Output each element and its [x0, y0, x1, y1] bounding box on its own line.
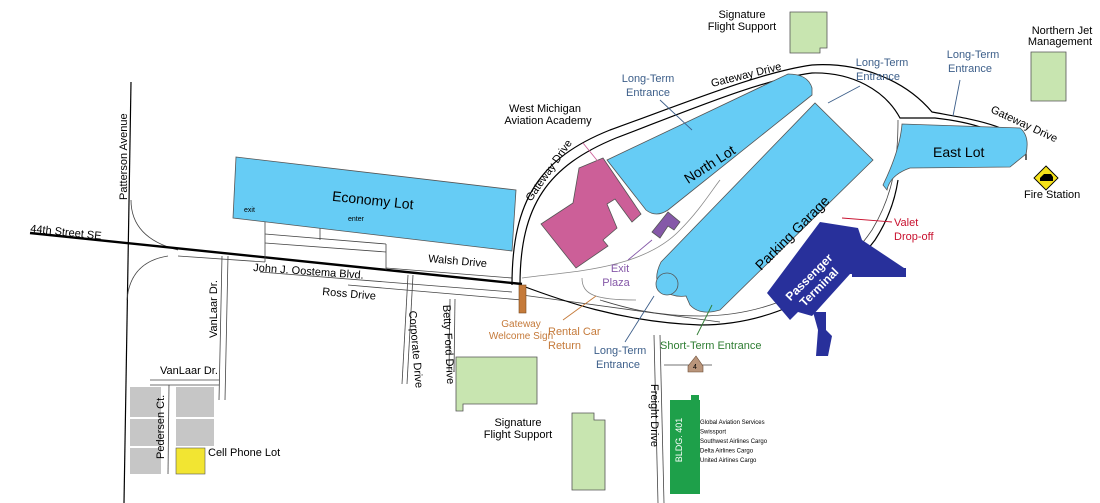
terminal-concourse-east	[852, 268, 906, 277]
road-vanlaar-vertical	[218, 255, 223, 401]
gray-lot-5	[176, 419, 214, 446]
label-vanlaar-dr-1: VanLaar Dr.	[208, 280, 220, 338]
signature-bottom-hangar[interactable]	[571, 412, 606, 491]
road-betty-ford-drive	[448, 298, 451, 373]
gateway-drive-outer	[511, 64, 1027, 286]
label-walsh-drive: Walsh Drive	[428, 253, 488, 270]
road-pedersen-ct	[167, 384, 170, 475]
fire-truck-glyph	[1040, 174, 1053, 181]
road-freight-drive-2	[659, 334, 665, 503]
rental-return-loop	[581, 277, 637, 301]
road-corporate-drive-2	[406, 274, 414, 385]
gray-lot-2	[130, 419, 161, 446]
east-lot[interactable]	[882, 123, 1028, 191]
label-gateway-drive-left: Gateway Drive	[524, 138, 575, 204]
road-economy-access	[264, 233, 387, 245]
pointer-short-term	[696, 304, 713, 336]
gateway-drive-south	[519, 179, 899, 326]
label-economy-exit: exit	[244, 207, 255, 214]
road-44th-street	[29, 231, 523, 286]
label-vanlaar-dr-2: VanLaar Dr.	[160, 365, 218, 377]
road-ross-drive-west	[347, 284, 523, 301]
north-lot[interactable]	[606, 73, 813, 215]
route-shield-icon	[687, 355, 704, 373]
road-ross-drive	[521, 294, 721, 323]
label-cell-phone-lot: Cell Phone Lot	[208, 447, 280, 459]
label-east-lot: East Lot	[933, 144, 984, 160]
terminal-concourse-south	[813, 312, 832, 356]
road-betty-ford-drive-2	[453, 298, 456, 373]
garage-ramp	[655, 272, 679, 296]
signature-top-building[interactable]	[789, 11, 828, 54]
label-44th-street: 44th Street SE	[30, 223, 102, 242]
pointer-long-term-4	[624, 295, 655, 343]
road-economy-access-2	[264, 242, 387, 253]
gray-lot-4	[176, 387, 214, 417]
label-ross-drive: Ross Drive	[322, 286, 377, 303]
economy-lot[interactable]	[232, 156, 517, 252]
label-economy-enter: enter	[348, 216, 365, 223]
patterson-curve-north	[130, 199, 179, 251]
pointer-valet	[841, 217, 893, 223]
road-vanlaar-vertical-2	[224, 255, 229, 401]
northern-jet-building[interactable]	[1030, 51, 1067, 102]
road-44th-street-parallel	[177, 255, 266, 263]
cell-phone-lot[interactable]	[175, 447, 206, 475]
label-bldg-401: BLDG. 401	[674, 418, 684, 463]
signature-bottom-building[interactable]	[455, 356, 538, 412]
bldg-401[interactable]	[670, 395, 700, 494]
road-corporate-drive	[401, 274, 409, 385]
gray-lot-1	[130, 387, 161, 417]
road-walsh-drive	[385, 267, 513, 279]
label-patterson-avenue: Patterson Avenue	[118, 113, 130, 200]
pointer-long-term-2	[827, 85, 861, 104]
road-oostema-blvd	[259, 271, 513, 293]
label-cargo-list: Global Aviation Services Swissport South…	[700, 420, 769, 464]
gateway-welcome-sign[interactable]	[518, 284, 527, 314]
label-pedersen-ct: Pedersen Ct.	[155, 395, 167, 459]
label-route-shield: 4	[693, 364, 697, 371]
label-betty-ford-drive: Betty Ford Drive	[440, 305, 456, 385]
road-freight-drive	[653, 334, 659, 503]
pointer-long-term-1	[659, 99, 693, 131]
passenger-terminal[interactable]	[767, 222, 904, 320]
pointer-exit-plaza	[627, 239, 653, 261]
pointer-rental-car	[562, 295, 597, 321]
label-short-term: Short-Term Entrance	[660, 340, 761, 352]
pointer-long-term-3	[952, 79, 961, 117]
label-freight-drive: Freight Drive	[648, 384, 660, 447]
patterson-curve-south	[126, 255, 169, 301]
pointer-academy	[582, 142, 601, 165]
gray-lot-3	[130, 448, 161, 474]
aviation-academy-building[interactable]	[540, 157, 642, 269]
label-fire-station: Fire Station	[1024, 189, 1080, 201]
exit-plaza-booth[interactable]	[651, 211, 681, 239]
patterson-avenue	[123, 81, 132, 503]
gateway-drive-link	[521, 179, 721, 279]
